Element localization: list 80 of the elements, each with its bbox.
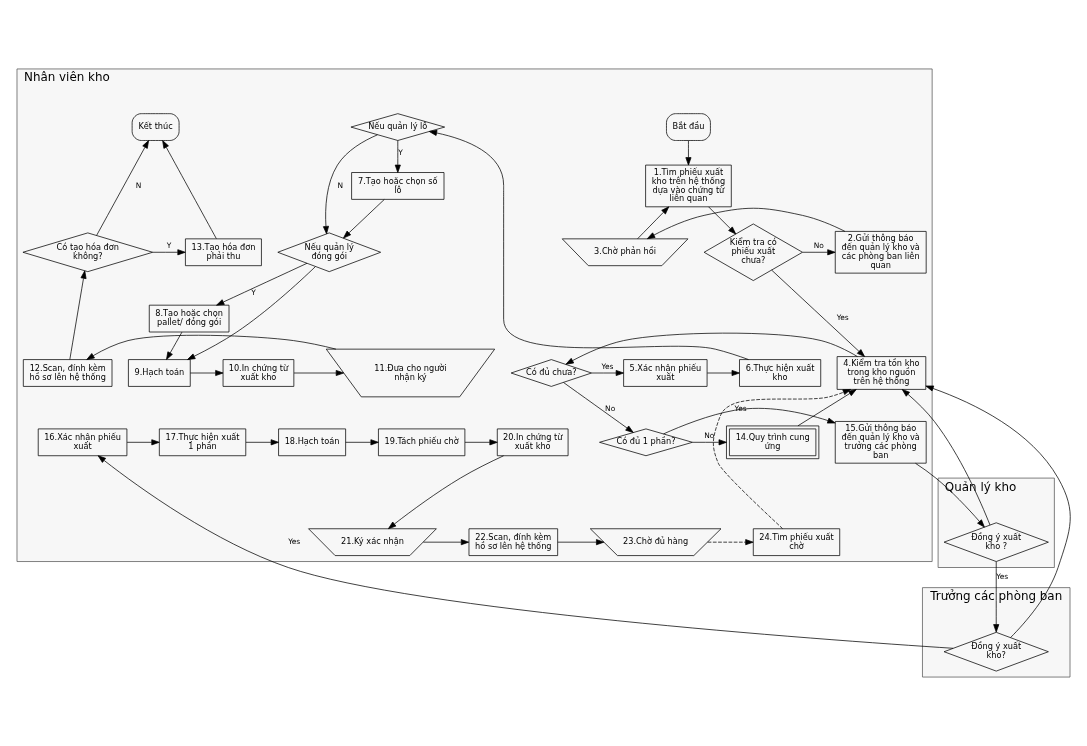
- node-box: 16.Xác nhận phiếu xuất: [37, 428, 128, 457]
- arrow: [428, 130, 749, 360]
- edge-label: Yes: [734, 404, 747, 414]
- node-box: 2.Gửi thông báo đến quản lý kho và các phòng ban liên quan: [834, 231, 927, 274]
- node-box: 4.Kiểm tra tồn kho trong kho nguồn trên hệ thống: [836, 356, 927, 390]
- node-box: 20.In chứng từ xuất kho: [496, 428, 569, 457]
- arrow: [69, 270, 87, 360]
- edge-label: No: [605, 404, 616, 414]
- node-box: Bắt đầu: [666, 113, 711, 141]
- node-box: 6.Thực hiện xuất kho: [739, 359, 822, 387]
- arrow: [96, 140, 149, 236]
- node-diamond: Nếu quản lý lô: [350, 113, 446, 141]
- arrow: [97, 455, 954, 649]
- edge-label: Y: [166, 240, 172, 250]
- node-box: 12.Scan, đính kèm hồ sơ lên hệ thống: [22, 359, 113, 387]
- node-diamond: Có tạo hóa đơn không?: [22, 232, 153, 273]
- node-diamond: Đồng ý xuất kho?: [943, 631, 1049, 672]
- node-box: 10.In chứng từ xuất kho: [222, 359, 295, 387]
- arrow: [86, 334, 337, 360]
- node-box: 17.Thực hiện xuất 1 phần: [158, 428, 247, 457]
- node-box: 13.Tạo hóa đơn phải thu: [185, 238, 262, 267]
- node-box: 1.Tìm phiếu xuất kho trên hệ thống dựa vào chứng từ liên quan: [645, 164, 732, 208]
- node-box: 15.Gửi thông báo đến quản lý kho và trưởng các phòng ban: [834, 421, 927, 464]
- arrow: [189, 370, 224, 376]
- arrow: [464, 439, 498, 446]
- arrow: [646, 207, 846, 240]
- node-box: 22.Scan, đính kèm hồ sơ lên hệ thống: [468, 528, 559, 556]
- edge-label: N: [135, 180, 142, 190]
- node-box: 8.Tạo hoặc chọn pallet/ đóng gói: [148, 304, 230, 333]
- node-box: 18.Hạch toán: [278, 428, 346, 457]
- arrow: [394, 140, 401, 173]
- node-box: 5.Xác nhận phiếu xuất: [623, 359, 708, 387]
- node-diamond: Có đủ 1 phần?: [599, 428, 693, 457]
- edge-label: Y: [251, 287, 256, 297]
- arrow: [563, 382, 634, 433]
- edge-label: Yes: [288, 537, 301, 547]
- arrow: [166, 331, 183, 360]
- arrow: [565, 332, 858, 365]
- arrow: [388, 455, 504, 529]
- edge-label: No: [704, 430, 715, 440]
- arrow: [423, 539, 470, 546]
- arrow: [637, 206, 670, 240]
- node-box: 7.Tạo hoặc chọn số lô: [351, 172, 445, 200]
- arrow: [162, 140, 217, 239]
- arrow: [323, 134, 378, 235]
- arrow: [152, 249, 186, 256]
- arrow: [126, 439, 160, 446]
- arrow: [343, 199, 385, 239]
- arrow: [663, 407, 836, 435]
- arrow: [685, 140, 692, 166]
- edge-label: N: [337, 180, 344, 190]
- arrow: [712, 389, 851, 529]
- arrow: [797, 389, 857, 427]
- node-box: Kết thúc: [131, 113, 180, 141]
- edge-label: No: [813, 240, 824, 250]
- node-box: 9.Hạch toán: [128, 359, 191, 387]
- arrow: [187, 266, 316, 360]
- arrow: [591, 370, 624, 376]
- arrow: [771, 269, 865, 357]
- node-box: 24.Tìm phiếu xuất chờ: [752, 528, 841, 556]
- arrow: [692, 439, 727, 446]
- arrow: [345, 439, 379, 446]
- arrow: [708, 206, 737, 235]
- edge-label: Y: [398, 147, 403, 157]
- arrow: [557, 539, 605, 546]
- edge-label: Yes: [601, 361, 614, 371]
- arrow: [925, 385, 1071, 638]
- arrow: [802, 249, 836, 256]
- edge-label: Yes: [996, 572, 1009, 582]
- arrow: [901, 389, 991, 526]
- arrow: [706, 370, 740, 376]
- arrow: [245, 439, 279, 446]
- arrow: [216, 262, 308, 306]
- node-box: 19.Tách phiếu chờ: [378, 428, 466, 457]
- arrow: [915, 462, 985, 528]
- arrow: [993, 561, 1000, 633]
- edge-label: Yes: [836, 313, 849, 323]
- arrow: [293, 370, 344, 376]
- arrow: [707, 539, 754, 546]
- node-diamond: Đồng ý xuất kho ?: [943, 522, 1049, 562]
